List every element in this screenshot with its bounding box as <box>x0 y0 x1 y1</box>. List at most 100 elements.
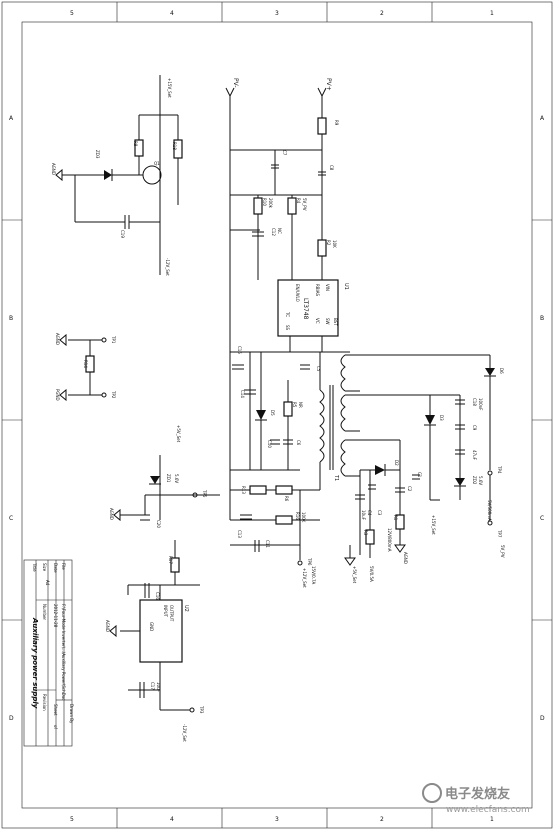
resistor-r4 <box>287 197 297 215</box>
r3-ref: R3 <box>363 530 368 536</box>
u1-pin-en: EN/UVLO <box>295 284 300 302</box>
r2-ref: R2 <box>326 240 331 246</box>
c1-ref: C1 <box>417 472 422 478</box>
c13-ref: C13 <box>237 530 242 538</box>
diode-d5 <box>256 410 266 420</box>
t1-primary <box>319 389 325 463</box>
c11-ref: C11 <box>265 540 270 548</box>
bottom-marker: 5 <box>70 816 74 823</box>
resistor-r10 <box>253 197 263 215</box>
watermark-brand: 电子发烧友 <box>445 786 510 802</box>
title-heading: Title <box>32 562 37 572</box>
r10-ref: R10 <box>262 198 267 206</box>
transformer-t1: T1 <box>319 352 480 481</box>
r16-ref: R16 <box>295 512 300 520</box>
u2-pin-output: OUTPUT <box>169 605 174 622</box>
net-m12v-set: -12V_Set <box>165 258 170 276</box>
resistor-r6 <box>275 485 293 495</box>
net-pv-plus: PV+ <box>325 78 332 91</box>
u1-pin-ss: SS <box>285 325 290 331</box>
c6-ref: C6 <box>296 440 301 446</box>
r18-ref: R18 <box>172 142 177 150</box>
r16-value: 100K <box>301 512 306 523</box>
zener-zd1 <box>150 476 160 484</box>
sheet-of: of <box>53 725 58 729</box>
size-label: Size <box>42 563 47 572</box>
drawing-title: Auxiliary power supply <box>31 617 39 709</box>
net-pv-minus: PV- <box>232 78 239 88</box>
top-marker: 3 <box>275 10 279 17</box>
t1-sec-3 <box>340 439 346 477</box>
u1-pin-rbias: RBIAS <box>315 284 320 296</box>
r9-ref: R9 <box>334 120 339 126</box>
side-marker: D <box>9 715 14 722</box>
bottom-marker: 4 <box>170 816 174 823</box>
c14-ref: C14 <box>240 390 245 398</box>
top-marker: 5 <box>70 10 74 17</box>
agnd-label: AGND <box>51 163 56 175</box>
c3-ref: C3 <box>377 510 382 516</box>
side-marker: B <box>9 315 13 322</box>
ic-u2 <box>139 599 183 663</box>
bottom-marker: 3 <box>275 816 279 823</box>
r5-value: NR <box>298 402 303 408</box>
ground-bridge: R14 AGND PGND TP1 TP2 <box>55 333 116 402</box>
r8-ref: R8 <box>133 141 138 147</box>
resistor-r16 <box>275 515 293 525</box>
top-marker: 4 <box>170 10 174 17</box>
bias-section: R18 R8 Q1 ZD3 AGND C19 +15V_Set -12V_Set <box>51 75 183 276</box>
zd1-ref: ZD1 <box>166 474 171 483</box>
c9-ref: C9 <box>472 425 477 431</box>
u1-pin-vc: VC <box>315 318 320 324</box>
c10-ref: C10 <box>267 440 272 448</box>
watermark-logo-icon <box>422 783 442 803</box>
net-5v-pv-out: 5V_PV <box>500 545 505 558</box>
net-p15v-set: +15V_Set <box>167 78 172 98</box>
resistor-r2 <box>317 239 327 257</box>
c20-ref: C20 <box>156 520 161 528</box>
testpoint-tp3 <box>189 707 195 713</box>
resistor-r14 <box>85 355 95 373</box>
u1-ref: U1 <box>343 283 349 290</box>
r14-ref: R14 <box>83 360 88 368</box>
side-marker: B <box>540 315 544 322</box>
resistor-r13 <box>249 485 267 495</box>
rating-out4: 15V/0.7A <box>311 566 316 585</box>
watermark-domain: www.elecfans.com <box>446 805 530 815</box>
zener-zd3 <box>104 170 112 180</box>
testpoint-tp2 <box>101 392 107 398</box>
file-label: File <box>61 563 66 570</box>
regulator-u2: U2 INPUT OUTPUT GND AGND C16 C17 10uF TP… <box>105 583 204 742</box>
q1-ref: Q1 <box>154 161 160 166</box>
net-p5v-pv: 5V_PV <box>302 198 307 211</box>
c15-ref: C15 <box>237 346 242 354</box>
r2-value: 10K <box>332 240 337 248</box>
t1-sec-1 <box>340 354 346 392</box>
compensation: C15 C14 D5 R5 NR C6 C10 C5 <box>230 346 321 471</box>
net-m12v-set-b: -12V_Set <box>182 724 187 742</box>
side-marker: D <box>540 715 545 722</box>
ic-u1 <box>277 279 339 337</box>
r13-ref: R13 <box>241 486 246 494</box>
r4-ref: R4 <box>296 198 301 204</box>
c12-value: NC <box>277 228 282 234</box>
sense-branch: R13 R6 R16 100K C13 C11 TP6 +12V_Set 15V… <box>230 478 321 588</box>
frame-markers: 5 4 3 2 1 5 4 3 2 1 A B C D A B C D <box>9 10 545 823</box>
testpoint-tp5 <box>192 492 198 498</box>
c4-value: 10uF <box>361 510 366 521</box>
r5-ref: R5 <box>292 402 297 408</box>
t1-ref: T1 <box>333 474 339 481</box>
d3-ref: D3 <box>439 415 444 421</box>
rating-out2: 5V/0.5A <box>369 566 374 582</box>
testpoint-tp7 <box>487 520 493 526</box>
size-value: A4 <box>45 580 50 586</box>
transistor-q1 <box>142 165 162 185</box>
side-marker: A <box>540 115 545 122</box>
pgnd-label: PGND <box>55 389 60 401</box>
tp5-ref: TP5 <box>202 489 207 498</box>
drawn-label: Drawn By <box>69 704 74 724</box>
agnd-label-5: AGND <box>403 552 408 564</box>
u1-part: LT3748 <box>302 298 309 320</box>
